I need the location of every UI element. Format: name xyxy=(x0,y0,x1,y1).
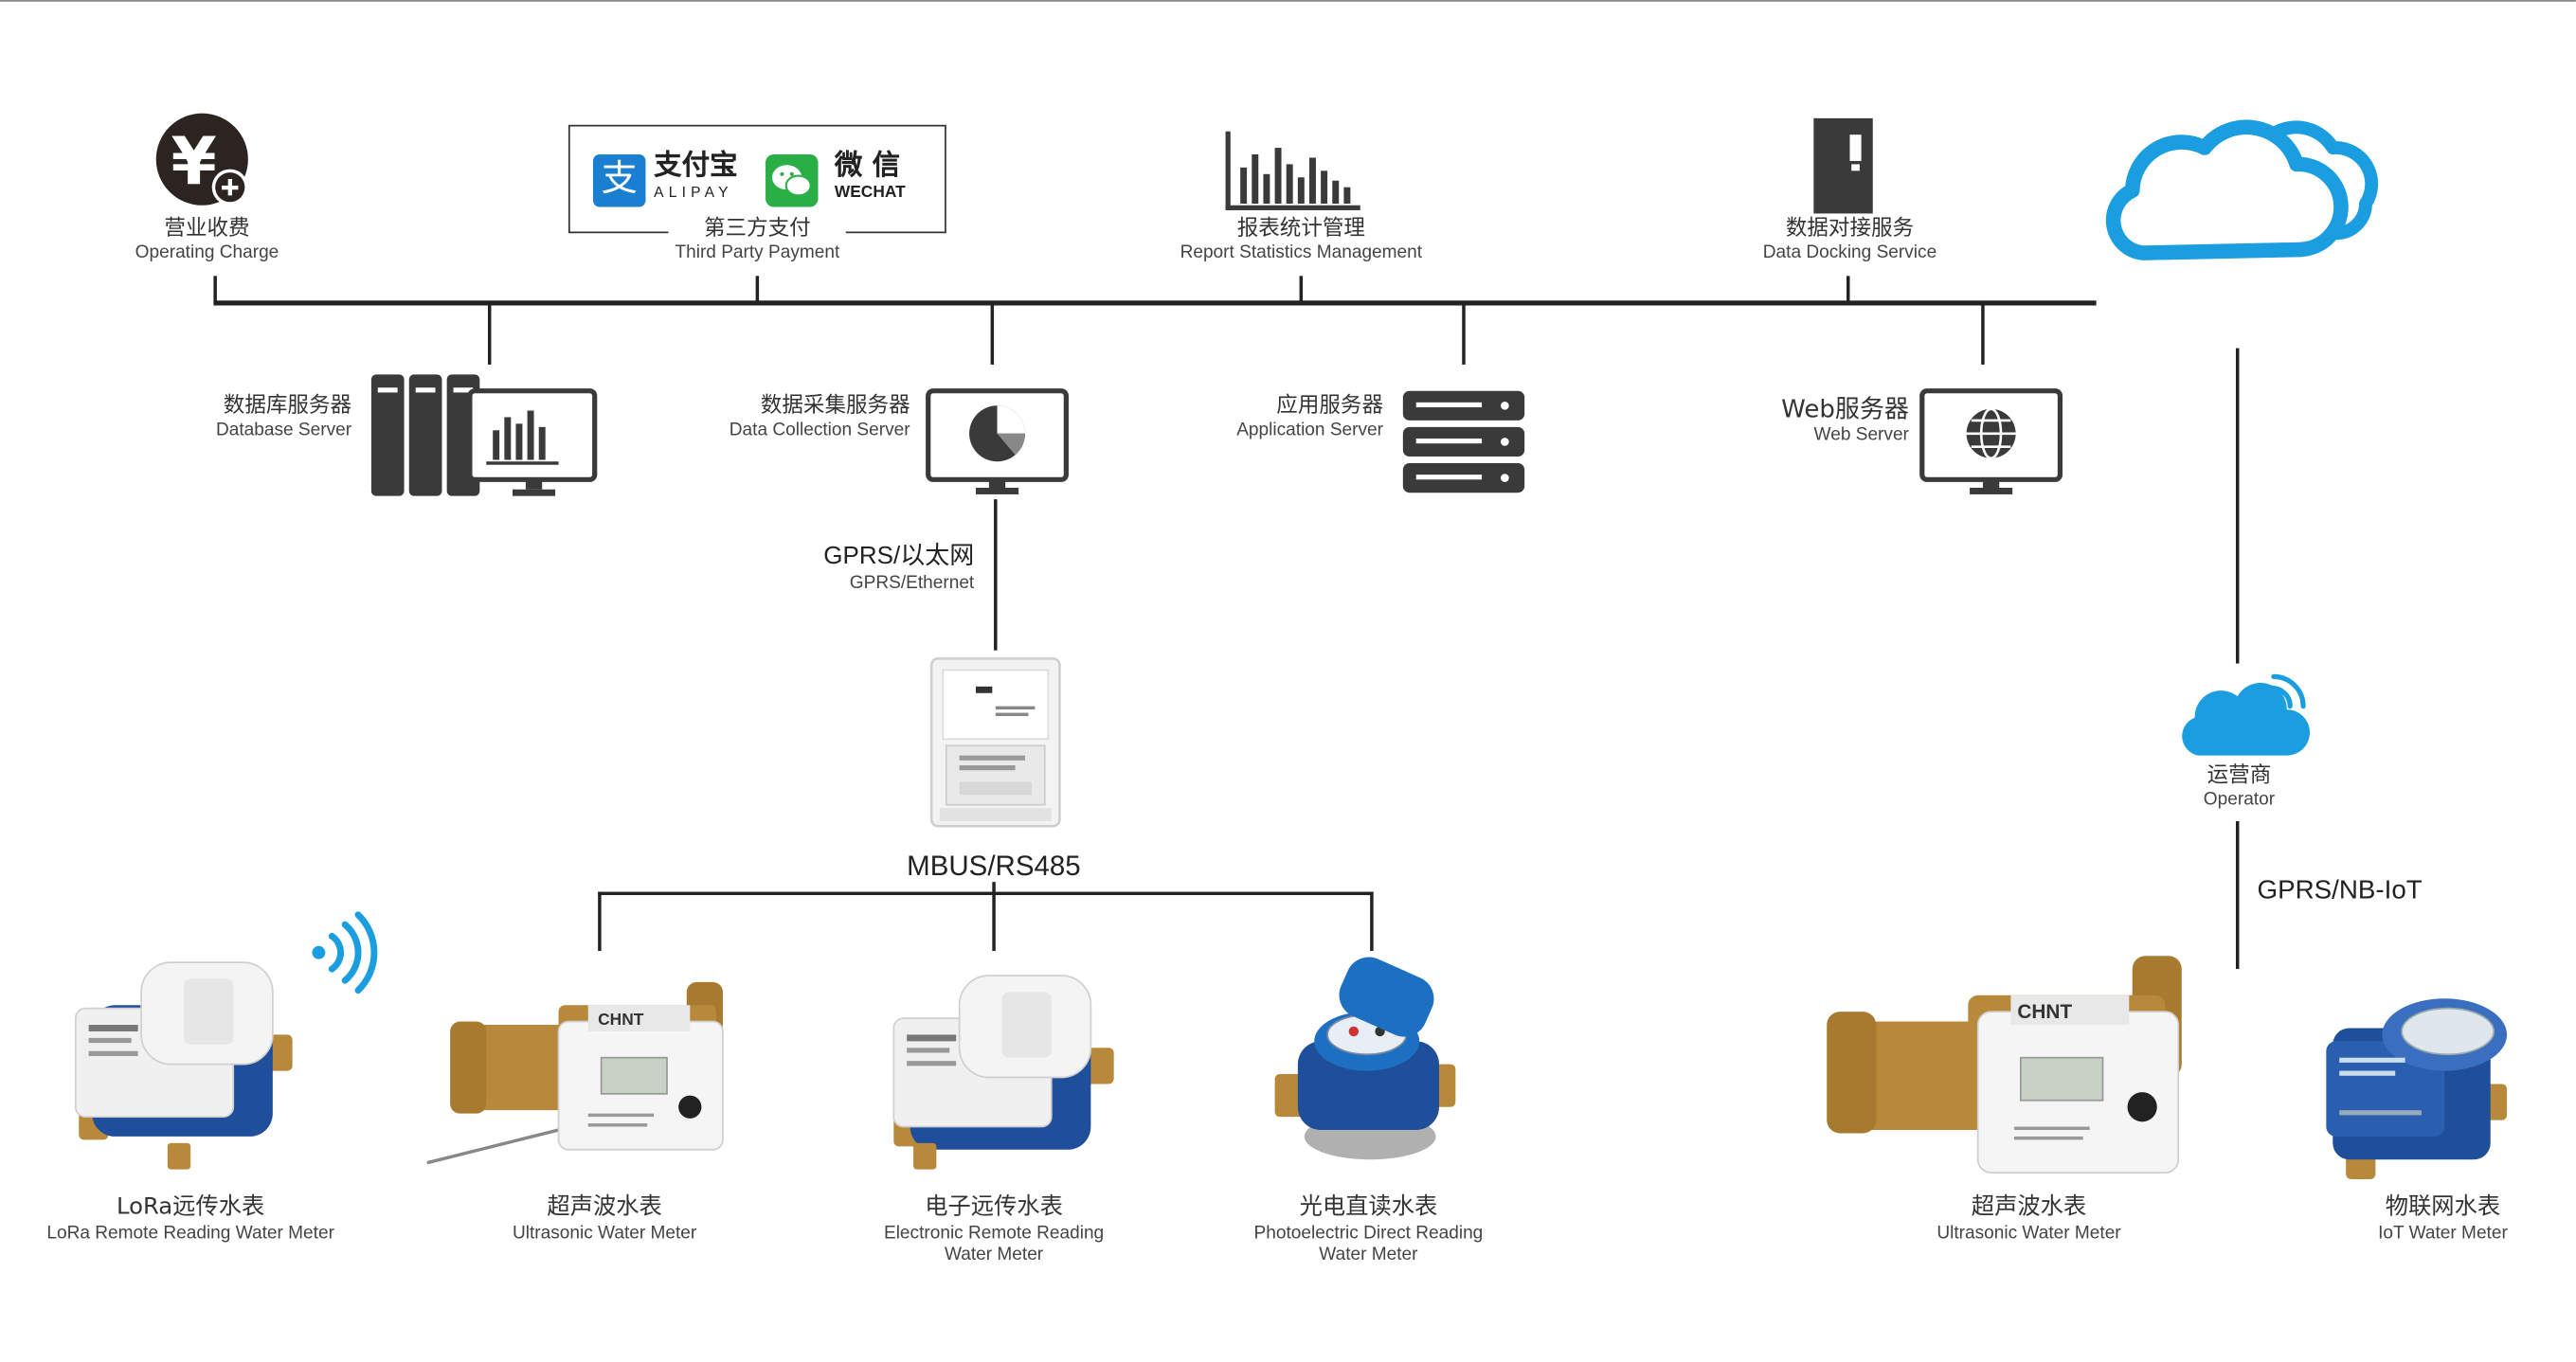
meter-label-ultrasonic-large: 超声波水表 Ultrasonic Water Meter xyxy=(1937,1194,2120,1246)
meter-label-lora: LoRa远传水表 LoRa Remote Reading Water Meter xyxy=(46,1194,334,1246)
meter-label-photoelectric: 光电直读水表 Photoelectric Direct Reading Wate… xyxy=(1254,1194,1484,1268)
wechat-text: 微 信 WECHAT xyxy=(835,152,906,202)
meter-electronic-en: Electronic Remote Reading xyxy=(883,1222,1105,1243)
application-server-en: Application Server xyxy=(1236,421,1384,441)
concentrator-device xyxy=(929,657,1061,828)
data-collection-server-label: 数据采集服务器 Data Collection Server xyxy=(730,394,910,443)
operator-en: Operator xyxy=(2203,790,2276,811)
operating-charge-en: Operating Charge xyxy=(135,243,279,263)
svg-text:¥: ¥ xyxy=(171,124,216,200)
wechat-logo xyxy=(766,153,819,207)
data-collection-server-icon xyxy=(926,388,1069,494)
operator-label: 运营商 Operator xyxy=(2204,763,2275,813)
meter-photoelectric-en: Photoelectric Direct Reading xyxy=(1253,1222,1484,1243)
meter-electronic-en2: Water Meter xyxy=(944,1245,1044,1265)
main-bus-line xyxy=(213,300,2097,305)
third-party-payment-en: Third Party Payment xyxy=(675,243,840,263)
web-server-en: Web Server xyxy=(1813,424,1909,445)
mbus-drop-photoelectric xyxy=(1370,891,1374,951)
iot-water-meter-image xyxy=(2326,998,2508,1180)
photoelectric-water-meter-image xyxy=(1274,957,1456,1160)
alipay-logo: 支 xyxy=(592,153,646,207)
drop-web xyxy=(1981,302,1985,365)
operator-to-meter-line xyxy=(2235,821,2240,970)
operating-charge-label: 营业收费 Operating Charge xyxy=(135,217,279,266)
application-server-icon xyxy=(1402,390,1525,493)
wechat-cn: 微 信 xyxy=(834,149,901,183)
data-collection-server-en: Data Collection Server xyxy=(729,421,910,441)
lora-wireless-icon xyxy=(312,911,378,995)
data-docking-en: Data Docking Service xyxy=(1762,243,1937,263)
report-statistics-cn: 报表统计管理 xyxy=(1236,216,1365,242)
electronic-remote-water-meter-image xyxy=(892,975,1114,1170)
lora-water-meter-image xyxy=(74,961,293,1170)
meter-ultrasonic-en: Ultrasonic Water Meter xyxy=(512,1222,697,1243)
database-server-icon xyxy=(370,374,598,496)
third-party-payment-cn: 第三方支付 xyxy=(704,216,811,242)
mbus-drop-ultrasonic xyxy=(598,891,602,951)
drop-operating-charge xyxy=(213,276,217,303)
data-docking-cn: 数据对接服务 xyxy=(1785,216,1915,242)
third-party-payment-label: 第三方支付 Third Party Payment xyxy=(668,216,847,266)
alipay-en: ALIPAY xyxy=(654,184,733,201)
data-docking-label: 数据对接服务 Data Docking Service xyxy=(1763,217,1937,266)
ultrasonic-water-meter-image: CHNT xyxy=(426,981,724,1165)
drop-third-party xyxy=(755,276,760,303)
wechat-en: WECHAT xyxy=(834,184,906,203)
meter-iot-cn: 物联网水表 xyxy=(2385,1193,2501,1221)
meter-ultrasonic-large-cn: 超声波水表 xyxy=(1971,1193,2087,1221)
meter-label-ultrasonic: 超声波水表 Ultrasonic Water Meter xyxy=(513,1194,696,1246)
report-statistics-label: 报表统计管理 Report Statistics Management xyxy=(1180,217,1423,266)
ultrasonic-water-meter-large-image: CHNT xyxy=(1827,956,2182,1174)
ultrasonic-brand-text: CHNT xyxy=(598,1010,644,1029)
web-server-icon xyxy=(1919,388,2063,494)
drop-data-collection xyxy=(990,302,995,365)
meter-label-electronic: 电子远传水表 Electronic Remote Reading Water M… xyxy=(884,1194,1104,1268)
meter-iot-en: IoT Water Meter xyxy=(2378,1222,2508,1243)
gprs-ethernet-label: GPRS/以太网 GPRS/Ethernet xyxy=(823,542,974,595)
alipay-text: 支付宝 ALIPAY xyxy=(654,152,737,200)
cloud-to-operator-line xyxy=(2235,348,2240,664)
meter-electronic-cn: 电子远传水表 xyxy=(925,1193,1063,1221)
web-server-label: Web服务器 Web Server xyxy=(1781,394,1909,447)
web-server-cn: Web服务器 xyxy=(1781,394,1909,424)
gprs-ethernet-cn: GPRS/以太网 xyxy=(823,542,975,570)
meter-ultrasonic-cn: 超声波水表 xyxy=(547,1193,662,1221)
operator-cloud-icon xyxy=(2182,673,2310,756)
drop-database xyxy=(487,302,492,365)
database-server-cn: 数据库服务器 xyxy=(223,394,352,420)
gprs-nbiot-label: GPRS/NB-IoT xyxy=(2257,876,2423,905)
alipay-cn: 支付宝 xyxy=(654,149,738,183)
database-server-en: Database Server xyxy=(215,421,352,441)
drop-data-docking xyxy=(1846,276,1850,303)
data-collection-server-cn: 数据采集服务器 xyxy=(760,394,910,420)
collection-to-concentrator-line xyxy=(994,499,998,651)
operating-charge-cn: 营业收费 xyxy=(164,216,250,242)
mbus-bus-line xyxy=(598,891,1374,896)
database-server-label: 数据库服务器 Database Server xyxy=(216,394,351,443)
ultrasonic-large-brand-text: CHNT xyxy=(2017,1001,2072,1023)
drop-report xyxy=(1299,276,1304,303)
application-server-label: 应用服务器 Application Server xyxy=(1236,394,1383,443)
meter-ultrasonic-large-en: Ultrasonic Water Meter xyxy=(1937,1222,2121,1243)
bar-chart-icon xyxy=(1225,131,1360,210)
operating-charge-icon: ¥ xyxy=(155,113,248,206)
meter-lora-en: LoRa Remote Reading Water Meter xyxy=(46,1222,334,1243)
top-border xyxy=(0,0,2576,2)
operator-cn: 运营商 xyxy=(2207,763,2272,789)
meter-photoelectric-en2: Water Meter xyxy=(1319,1245,1418,1265)
meter-photoelectric-cn: 光电直读水表 xyxy=(1299,1193,1438,1221)
report-statistics-en: Report Statistics Management xyxy=(1180,243,1423,263)
cloud-icon xyxy=(2105,119,2379,260)
meter-label-iot: 物联网水表 IoT Water Meter xyxy=(2378,1194,2508,1246)
meter-lora-cn: LoRa远传水表 xyxy=(117,1193,265,1221)
drop-application xyxy=(1462,302,1466,365)
application-server-cn: 应用服务器 xyxy=(1276,394,1384,420)
mbus-trunk xyxy=(992,882,996,896)
data-docking-icon xyxy=(1813,117,1873,214)
gprs-ethernet-en: GPRS/Ethernet xyxy=(849,572,975,593)
mbus-label: MBUS/RS485 xyxy=(907,851,1081,883)
mbus-drop-electronic xyxy=(992,891,996,951)
